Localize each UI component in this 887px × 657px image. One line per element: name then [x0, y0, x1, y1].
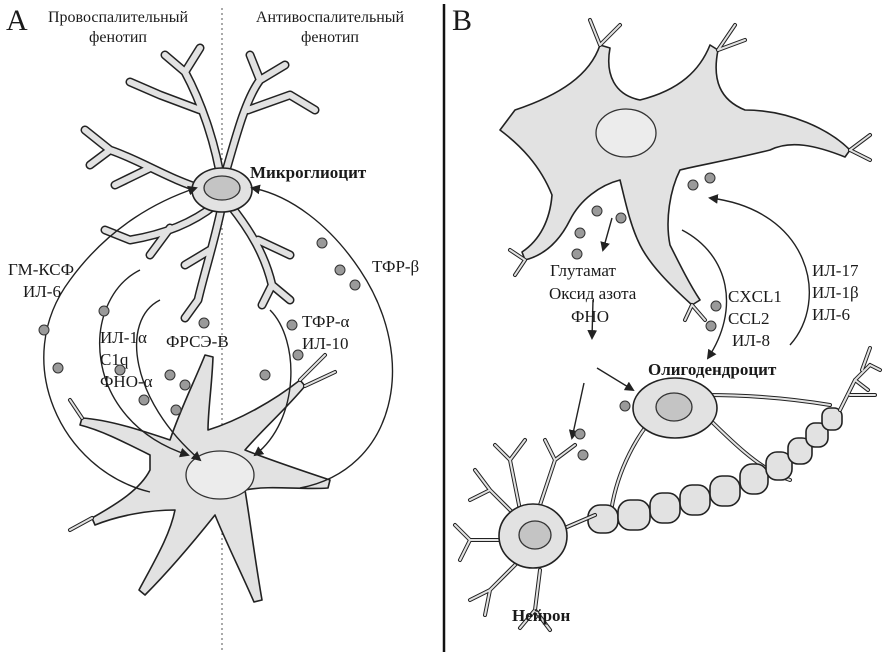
arrow-gm-csf [43, 185, 198, 493]
header-right-line2: фенотип [301, 29, 359, 46]
neuron-label: Нейрон [512, 606, 571, 625]
label-il10: ИЛ-10 [302, 334, 348, 353]
label-tgfb: ТФР-β [372, 257, 419, 276]
arrow-to-oligo [596, 367, 635, 392]
label-vegf-b: ФРСЭ-B [166, 332, 229, 351]
header-right-line1: Антивоспалительный [256, 9, 405, 26]
arrow-glutamate [600, 217, 613, 252]
label-cxcl1: CXCL1 [728, 287, 782, 306]
panel-b: B [452, 4, 882, 632]
myelin-sheath [587, 407, 843, 534]
label-glutamate: Глутамат [550, 261, 616, 280]
arrow-tgfb [250, 184, 394, 489]
neuron-a-nucleus [185, 450, 255, 500]
label-fno-b: ФНО [571, 307, 609, 326]
oligodendrocyte-label: Олигодендроцит [648, 360, 777, 379]
oligodendrocyte-cell [587, 346, 882, 534]
header-left-line2: фенотип [89, 29, 147, 46]
oligodendrocyte-nucleus [655, 392, 693, 422]
label-il8: ИЛ-8 [732, 331, 770, 350]
microglia-cell [80, 43, 320, 323]
arrow-il1a [99, 269, 190, 458]
arrow-interleukins [708, 194, 811, 346]
label-fnoa: ФНО-α [100, 372, 153, 391]
neuron-cell-a [68, 353, 337, 603]
label-il6-a: ИЛ-6 [23, 282, 61, 301]
label-gm-csf: ГМ-КСФ [8, 260, 74, 279]
cytokine-dots-a [38, 237, 361, 416]
label-il6-b: ИЛ-6 [812, 305, 850, 324]
header-left-line1: Провоспалительный [48, 9, 189, 26]
neuron-cell-b [453, 438, 597, 632]
arrow-fnoa [135, 299, 202, 462]
arrow-tgfa [253, 309, 292, 457]
microglia-nucleus [203, 175, 241, 201]
label-tgfa: ТФР-α [302, 312, 350, 331]
arrow-to-neuron [568, 382, 585, 440]
label-c1q: C1q [100, 350, 129, 369]
neuron-b-nucleus [518, 520, 552, 550]
label-nitric-oxide: Оксид азота [549, 284, 637, 303]
panel-a: A Провоспалительный фенотип Антивоспалит… [6, 4, 419, 650]
microglia-label: Микроглиоцит [250, 163, 367, 182]
label-il1a: ИЛ-1α [100, 328, 147, 347]
label-ccl2: CCL2 [728, 309, 770, 328]
cytokine-dots-b [571, 172, 722, 461]
arrow-chemokines [681, 229, 728, 360]
arrow-fno-down [587, 299, 598, 340]
panel-a-letter: A [6, 4, 28, 37]
astrocyte-nucleus [595, 108, 657, 158]
panel-b-letter: B [452, 4, 472, 37]
label-il17: ИЛ-17 [812, 261, 859, 280]
label-il1b: ИЛ-1β [812, 283, 859, 302]
astrocyte-cell [499, 18, 872, 322]
